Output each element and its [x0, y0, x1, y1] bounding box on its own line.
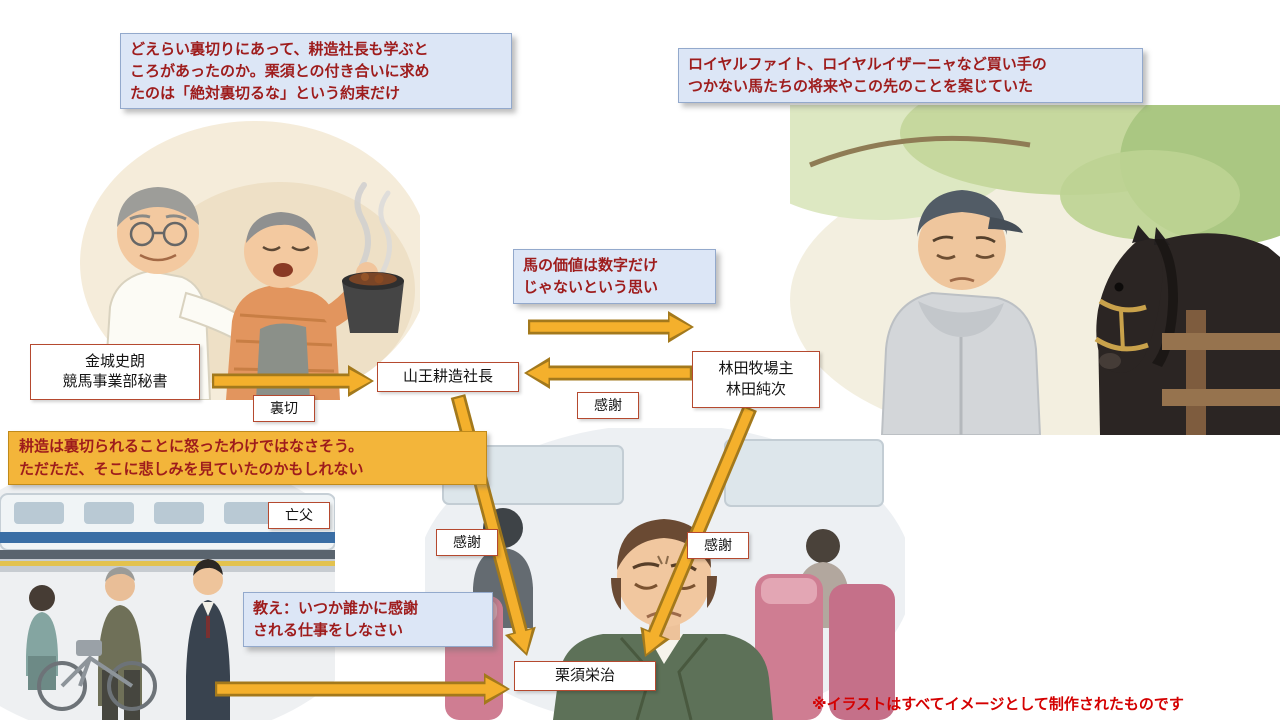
illustration-station-platform: [0, 480, 335, 720]
node-kurisu: 栗須栄治: [514, 661, 656, 691]
node-deceased-father: 亡父: [268, 502, 330, 529]
edge-label-gratitude-hayashida-to-sanno: 感謝: [577, 392, 639, 419]
node-sanno: 山王耕造社長: [377, 362, 519, 392]
figure-kurisu-crying: [553, 519, 773, 720]
illustration-dinner-scene: [80, 121, 420, 400]
cooking-pot-icon: [342, 272, 404, 333]
node-kaneshiro: 金城史朗 競馬事業部秘書: [30, 344, 200, 400]
train: [0, 493, 335, 572]
halter-icon: [1098, 298, 1147, 313]
cap-icon: [917, 190, 1007, 237]
steam-icon: [354, 182, 371, 268]
callout-horse-value: 馬の価値は数字だけ じゃないという思い: [513, 249, 716, 304]
edge-label-betrayal: 裏切: [253, 395, 315, 422]
callout-teaching: 教え：いつか誰かに感謝 される仕事をしなさい: [243, 592, 493, 647]
figure-rancher: [880, 190, 1042, 435]
bicycle-icon: [37, 640, 157, 711]
edge-label-gratitude-sanno-to-kurisu: 感謝: [436, 529, 498, 556]
callout-betrayal-lesson: どえらい裏切りにあって、耕造社長も学ぶと ころがあったのか。栗須との付き合いに求…: [120, 33, 512, 109]
callout-horses-future: ロイヤルファイト、ロイヤルイザーニャなど買い手の つかない馬たちの将来やこの先の…: [678, 48, 1143, 103]
disclaimer-text: ※イラストはすべてイメージとして制作されたものです: [812, 696, 1184, 713]
note-kozo-sadness: 耕造は裏切られることに怒ったわけではなさそう。 ただただ、そこに悲しみを見ていた…: [8, 431, 487, 485]
fence: [1162, 310, 1280, 435]
steam-icon: [378, 190, 392, 276]
edge-label-gratitude-hayashida-to-kurisu: 感謝: [687, 532, 749, 559]
node-hayashida: 林田牧場主 林田純次: [692, 351, 820, 408]
illustration-ranch-scene: [790, 105, 1280, 435]
